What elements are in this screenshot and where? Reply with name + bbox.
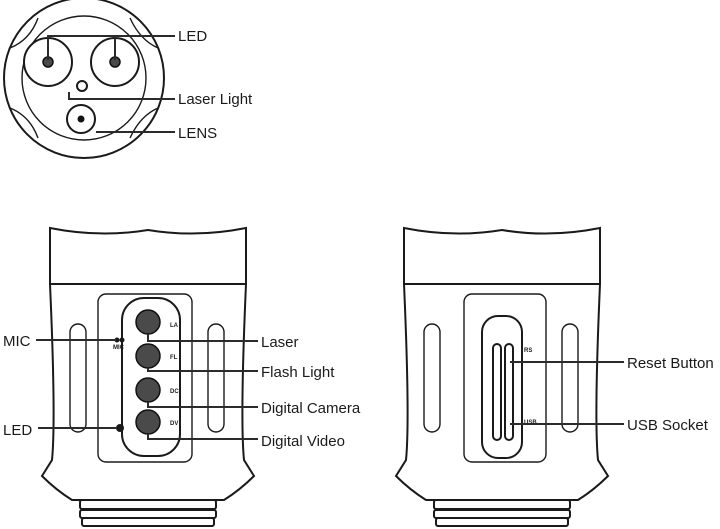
mark-mic: MIC (113, 345, 125, 351)
leader-laser-light (68, 92, 175, 100)
label-digital-camera: Digital Camera (261, 400, 361, 417)
bezel-scallop (129, 107, 159, 139)
reset-slot (492, 343, 502, 441)
base-ring-2 (433, 509, 571, 519)
mark-la: LA (170, 323, 179, 329)
usb-slot (504, 343, 514, 441)
label-side-led: LED (3, 422, 32, 439)
mark-fl: FL (170, 355, 178, 361)
front-laser-light (76, 80, 88, 92)
front-view: LED Laser Light LENS (3, 0, 253, 159)
label-laser: Laser (261, 334, 299, 351)
front-lens-center (77, 115, 85, 123)
port-side-view: RS USB Reset Button USB Socket (394, 226, 714, 527)
front-outer-ring (3, 0, 165, 159)
mark-dc: DC (170, 389, 179, 395)
label-digital-video: Digital Video (261, 433, 345, 450)
button-digital-video (135, 409, 161, 435)
button-digital-camera (135, 377, 161, 403)
label-front-led: LED (178, 28, 207, 45)
leader-led (47, 35, 116, 60)
bezel-scallop (9, 107, 39, 139)
label-mic: MIC (3, 333, 31, 350)
leader-digital-video (147, 434, 258, 440)
leader-digital-camera (147, 402, 258, 408)
base-ring-2 (79, 509, 217, 519)
side-led (116, 424, 124, 432)
grip-rib-right (207, 323, 225, 433)
label-reset-button: Reset Button (627, 355, 714, 372)
control-side-view: LA FL DC DV MIC MIC LED Laser Flash Ligh… (3, 226, 361, 527)
leader-laser (147, 334, 258, 342)
mark-dv: DV (170, 421, 178, 427)
base-ring-1 (433, 499, 571, 510)
front-inner-ring (21, 15, 147, 141)
grip-rib-right (561, 323, 579, 433)
base-ring-3 (81, 517, 215, 527)
base-ring-3 (435, 517, 569, 527)
cap-top (49, 226, 247, 285)
bezel-scallop (9, 17, 39, 49)
button-flash-light (135, 343, 161, 369)
label-lens: LENS (178, 125, 217, 142)
control-panel (97, 293, 193, 463)
grip-rib-left (423, 323, 441, 433)
mic-hole (114, 337, 120, 343)
label-flash-light: Flash Light (261, 364, 335, 381)
base-ring-1 (79, 499, 217, 510)
grip-rib-left (69, 323, 87, 433)
label-laser-light: Laser Light (178, 91, 253, 108)
label-usb-socket: USB Socket (627, 417, 709, 434)
leader-flash-light (147, 368, 258, 372)
port-panel (463, 293, 547, 463)
mark-rs: RS (524, 348, 532, 354)
mic-hole (119, 337, 125, 343)
button-laser (135, 309, 161, 335)
cap-top (403, 226, 601, 285)
